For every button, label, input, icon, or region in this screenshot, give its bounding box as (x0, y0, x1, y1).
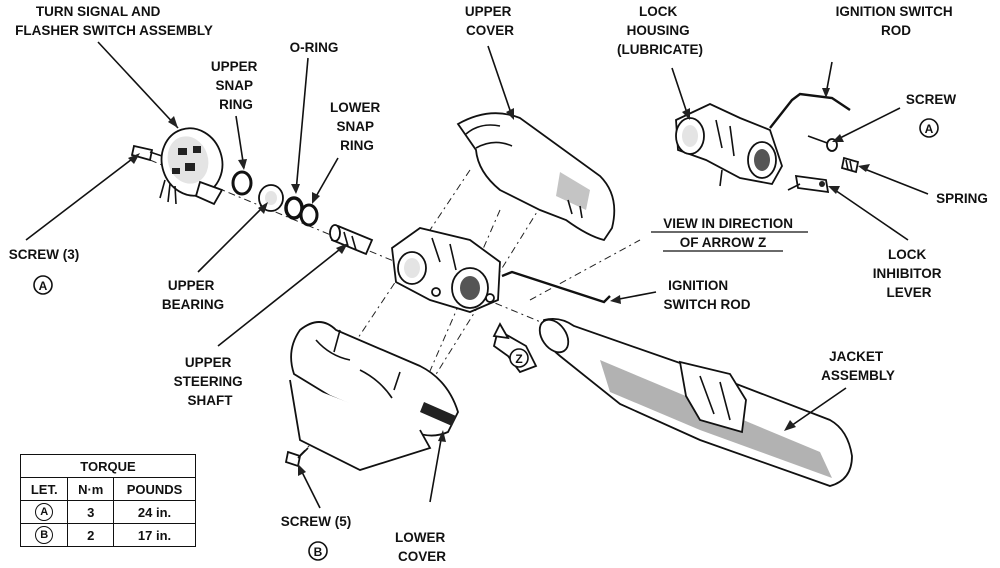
torque-row-a-nm: 3 (67, 500, 115, 524)
torque-row-a-let: A (19, 500, 69, 524)
torque-header-nm: N·m (67, 477, 115, 501)
torque-table: TORQUE LET. N·m POUNDS A 3 24 in. B 2 17… (19, 454, 196, 547)
torque-table-title: TORQUE (20, 454, 196, 478)
svg-text:B: B (314, 545, 323, 559)
torque-row-b-pounds: 17 in. (113, 523, 196, 547)
label-lock-housing: LOCK HOUSING (LUBRICATE) (617, 4, 703, 57)
label-lower-snap-ring: LOWER SNAP RING (330, 100, 384, 153)
svg-text:A: A (39, 279, 48, 293)
torque-row-b-let: B (19, 523, 69, 547)
label-o-ring: O-RING (290, 40, 339, 55)
spring-part (840, 156, 860, 174)
parts-illustration (130, 92, 860, 487)
label-upper-cover: UPPER COVER (465, 4, 515, 38)
label-screw-3: SCREW (3) (9, 247, 80, 262)
label-ignition-switch-rod: IGNITION SWITCH ROD (664, 278, 751, 312)
callout-b: B (308, 541, 328, 561)
screw-top-part (807, 135, 838, 152)
callout-a-right: A (919, 118, 939, 138)
label-jacket-assembly: JACKET ASSEMBLY (821, 349, 895, 383)
screw-5-part (284, 447, 309, 468)
label-upper-bearing: UPPER BEARING (162, 278, 224, 312)
svg-text:A: A (925, 122, 934, 136)
torque-row-b-nm: 2 (67, 523, 115, 547)
labels: TURN SIGNAL AND FLASHER SWITCH ASSEMBLY … (9, 4, 988, 564)
lock-housing-part (391, 227, 501, 313)
upper-snap-ring-part (231, 170, 253, 196)
leader-lines (25, 41, 929, 509)
torque-table-title-row: TORQUE (20, 454, 196, 478)
torque-header-let: LET. (19, 477, 69, 501)
label-lower-cover: LOWER COVER (395, 530, 449, 564)
torque-row-a: A 3 24 in. (19, 500, 196, 524)
label-screw-top: SCREW (906, 92, 957, 107)
lower-cover-part (289, 321, 459, 471)
lock-inhibitor-lever-part (787, 174, 830, 194)
upper-cover-part (456, 112, 616, 242)
label-screw-5: SCREW (5) (281, 514, 352, 529)
label-ignition-switch-rod-top: IGNITION SWITCH ROD (836, 4, 957, 38)
label-turn-signal: TURN SIGNAL AND FLASHER SWITCH ASSEMBLY (15, 4, 213, 38)
label-upper-snap-ring: UPPER SNAP RING (211, 59, 261, 112)
callout-z: Z (509, 348, 529, 368)
label-spring: SPRING (936, 191, 988, 206)
lock-housing-view-part (675, 103, 783, 187)
ignition-switch-rod-top-part (769, 92, 851, 129)
label-view-direction: VIEW IN DIRECTION OF ARROW Z (663, 216, 797, 250)
torque-row-a-pounds: 24 in. (113, 500, 196, 524)
callout-a-left: A (33, 275, 53, 295)
lower-snap-ring-part (299, 203, 319, 227)
jacket-assembly-part (538, 317, 853, 487)
ignition-switch-rod-part (501, 270, 611, 304)
torque-row-b: B 2 17 in. (19, 523, 196, 547)
label-upper-steering-shaft: UPPER STEERING SHAFT (174, 355, 247, 408)
upper-bearing-part (258, 184, 284, 212)
torque-table-header-row: LET. N·m POUNDS (19, 477, 196, 501)
callouts: A A B Z (33, 118, 939, 561)
label-lock-inhibitor: LOCK INHIBITOR LEVER (873, 247, 946, 300)
turn-signal-switch-part (159, 127, 224, 206)
svg-text:Z: Z (515, 352, 522, 366)
torque-header-pounds: POUNDS (113, 477, 196, 501)
upper-steering-shaft-part (329, 224, 374, 256)
